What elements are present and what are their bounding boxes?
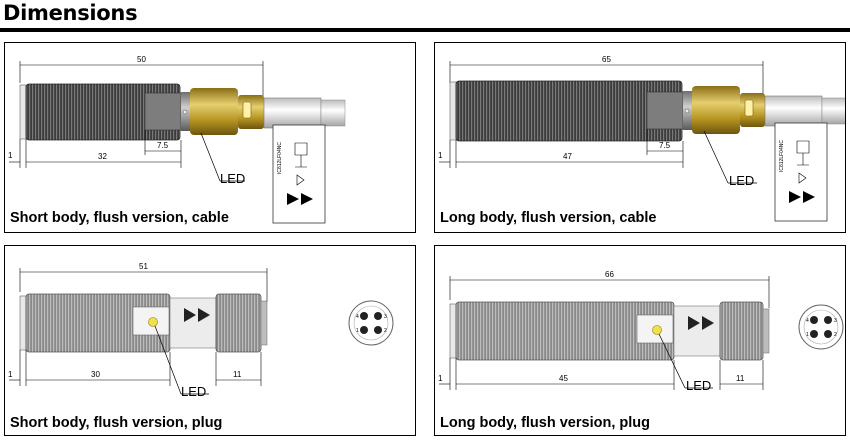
- panel-long-cable: 65 IC812LF04NC 1 47 7.5 LED Long: [434, 42, 846, 233]
- dim-flat: 7.5: [157, 141, 169, 150]
- pin-3: 3: [384, 314, 387, 320]
- label-code: IC812LF04NC: [277, 142, 283, 174]
- label-tag: IC812LF04NC: [272, 124, 326, 224]
- pin-4: 4: [356, 314, 359, 320]
- caption-long-plug: Long body, flush version, plug: [440, 415, 650, 431]
- label-tag: IC812LF04NC: [774, 122, 828, 222]
- pin-3: 3: [834, 318, 837, 324]
- led-label: LED: [729, 173, 754, 188]
- connector-face: 4 3 1 2: [348, 300, 394, 346]
- caption-short-plug: Short body, flush version, plug: [10, 415, 223, 431]
- panel-long-plug: 66 4 3 1 2 1 45 11 LED Long: [434, 245, 846, 436]
- dim-flush: 1: [8, 151, 13, 160]
- dim-thread-length: 32: [98, 152, 107, 161]
- connector-face: 4 3 1 2: [798, 304, 844, 350]
- drawing-short-plug: 51 4 3 1 2 1 30 11 LED: [8, 262, 394, 399]
- dim-flush: 1: [438, 151, 443, 160]
- dim-overall: 66: [605, 270, 614, 279]
- panel-short-plug: 51 4 3 1 2 1 30 11 LED: [4, 245, 416, 436]
- pin-4: 4: [806, 318, 809, 324]
- led-label: LED: [181, 384, 206, 399]
- caption-long-cable: Long body, flush version, cable: [440, 210, 657, 226]
- dim-overall: 50: [137, 55, 146, 64]
- dim-plug-thread: 11: [736, 374, 745, 383]
- pin-2: 2: [834, 332, 837, 338]
- dim-flat: 7.5: [659, 141, 671, 150]
- led-label: LED: [220, 171, 245, 186]
- led-label: LED: [686, 378, 711, 393]
- pin-1: 1: [356, 328, 359, 334]
- dim-thread-length: 47: [563, 152, 572, 161]
- dim-plug-thread: 11: [233, 370, 242, 379]
- label-code: IC812LF04NC: [779, 140, 785, 172]
- dim-overall: 51: [139, 262, 148, 271]
- pin-1: 1: [806, 332, 809, 338]
- drawing-long-cable: 65 IC812LF04NC 1 47 7.5 LED: [438, 55, 845, 222]
- drawing-short-cable: 50 IC812LF04NC 1 32 7.5: [8, 55, 346, 224]
- caption-short-cable: Short body, flush version, cable: [10, 210, 229, 226]
- dim-flush: 1: [8, 370, 13, 379]
- dim-thread-length: 45: [559, 374, 568, 383]
- dim-overall: 65: [602, 55, 611, 64]
- dim-flush: 1: [438, 374, 443, 383]
- title-rule: [0, 28, 850, 32]
- drawing-long-plug: 66 4 3 1 2 1 45 11 LED: [438, 270, 844, 393]
- page-title: Dimensions: [3, 1, 138, 25]
- dim-thread-length: 30: [91, 370, 100, 379]
- pin-2: 2: [384, 328, 387, 334]
- panel-short-cable: 50 IC812LF04NC 1 32 7.5: [4, 42, 416, 233]
